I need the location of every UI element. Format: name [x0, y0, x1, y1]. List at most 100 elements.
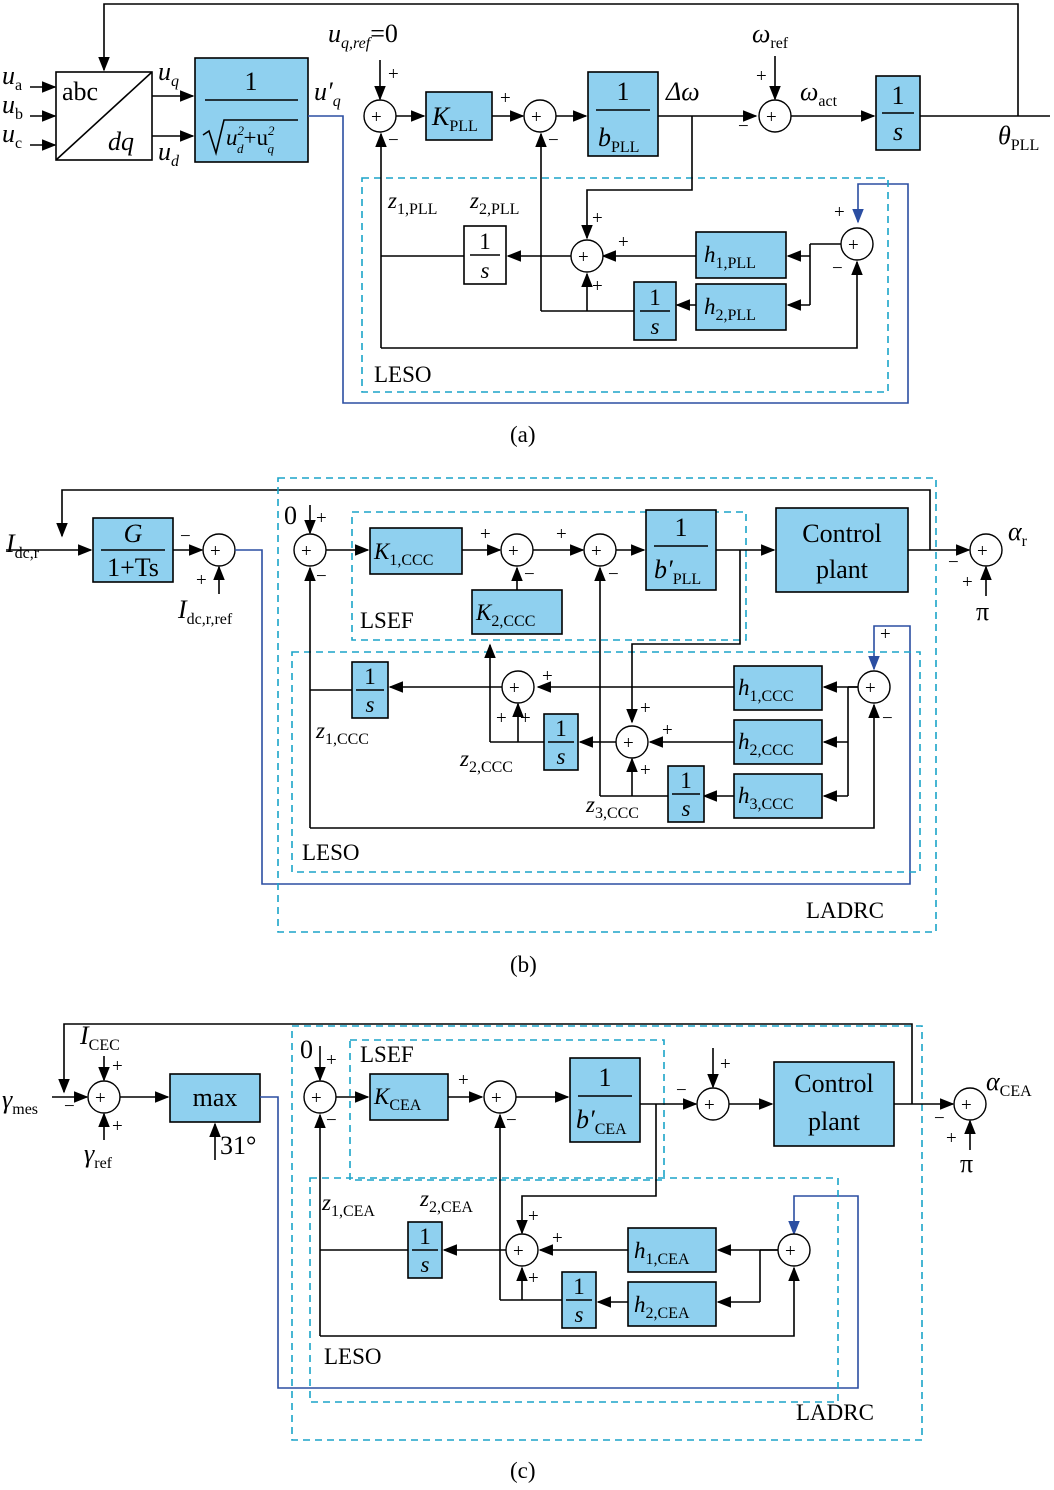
dq-label: dq: [108, 127, 134, 156]
z1cea-label: z1,CEA: [321, 1190, 375, 1220]
h3ccc-gain-block: [733, 773, 823, 819]
z2pll-label: z2,PLL: [469, 188, 519, 218]
svg-text:−: −: [548, 130, 559, 151]
svg-text:+: +: [520, 708, 531, 729]
svg-text:−: −: [506, 1110, 517, 1131]
lsef-region-c: [349, 1039, 665, 1181]
svg-text:1: 1: [675, 513, 688, 542]
svg-text:+: +: [640, 760, 651, 781]
svg-text:+: +: [531, 107, 542, 128]
ladrc-region-b: [277, 477, 937, 933]
svg-text:1: 1: [680, 768, 692, 793]
delta-omega-label: Δω: [665, 77, 700, 106]
svg-text:+: +: [880, 624, 891, 645]
h2ccc-label: h2,CCC: [738, 729, 794, 759]
alpha-r-label: αr: [1008, 517, 1028, 550]
ladrc-label-b: LADRC: [806, 898, 884, 923]
panel-b-ccc: Idc,r G 1+Ts − + + Idc,r,ref LADRC LSEF …: [5, 477, 1028, 977]
h3ccc-label: h3,CCC: [738, 783, 794, 813]
svg-text:−: −: [64, 1096, 75, 1117]
svg-text:+: +: [301, 541, 312, 562]
svg-text:+: +: [556, 524, 567, 545]
svg-text:−: −: [608, 564, 619, 585]
svg-text:+: +: [592, 276, 603, 297]
svg-text:+: +: [756, 66, 767, 87]
k1ccc-gain-block: [369, 527, 463, 575]
ua-label: ua: [2, 61, 22, 94]
leso-label-c: LESO: [324, 1344, 382, 1369]
svg-text:+: +: [591, 541, 602, 562]
h1cea-gain-block: [627, 1227, 717, 1273]
icec-label: ICEC: [79, 1021, 120, 1054]
panel-c-cea: ICEC + γmes − + + γref max 31° LADRC LSE…: [2, 1021, 1032, 1483]
kcea-gain-block: [369, 1073, 449, 1121]
svg-text:+: +: [458, 1070, 469, 1091]
svg-text:1: 1: [599, 1063, 612, 1092]
svg-text:1: 1: [364, 664, 376, 689]
caption-a: (a): [510, 422, 536, 447]
svg-text:s: s: [481, 258, 490, 283]
svg-text:+: +: [662, 720, 673, 741]
idcr-label: Idc,r: [5, 529, 40, 562]
max-block: [169, 1073, 261, 1123]
svg-text:1: 1: [573, 1274, 585, 1299]
svg-text:+: +: [500, 88, 511, 109]
svg-text:+: +: [961, 1095, 972, 1116]
ladrc-region-c: [291, 1025, 923, 1441]
omega-act-label: ωact: [800, 77, 838, 110]
svg-text:1: 1: [555, 716, 567, 741]
bpll-label: bPLL: [598, 123, 639, 156]
uqref-label: uq,ref=0: [328, 19, 398, 52]
caption-b: (b): [510, 952, 537, 977]
svg-text:+: +: [578, 247, 589, 268]
svg-text:+: +: [371, 107, 382, 128]
svg-text:−: −: [316, 566, 327, 587]
norm-numerator: 1: [245, 67, 258, 96]
svg-text:+: +: [623, 733, 634, 754]
svg-text:1+Ts: 1+Ts: [107, 553, 159, 582]
svg-text:+: +: [508, 541, 519, 562]
svg-text:+: +: [592, 208, 603, 229]
svg-text:+: +: [528, 1206, 539, 1227]
svg-text:−: −: [180, 526, 191, 547]
svg-text:+: +: [311, 1088, 322, 1109]
caption-c: (c): [510, 1458, 536, 1483]
svg-text:−: −: [948, 552, 959, 573]
uq-prime-label: u′q: [314, 77, 341, 110]
svg-text:+: +: [513, 1241, 524, 1262]
svg-text:1: 1: [617, 77, 630, 106]
svg-text:+: +: [766, 107, 777, 128]
svg-text:+: +: [865, 678, 876, 699]
h1ccc-gain-block: [733, 665, 823, 711]
h2pll-gain-block: [695, 283, 787, 331]
svg-text:+: +: [210, 541, 221, 562]
svg-text:1: 1: [649, 285, 661, 310]
svg-text:+: +: [720, 1054, 731, 1075]
svg-text:−: −: [882, 708, 893, 729]
leso-region-b: [291, 651, 921, 873]
z2cea-label: z2,CEA: [419, 1186, 473, 1216]
svg-text:+: +: [480, 524, 491, 545]
svg-text:−: −: [326, 1110, 337, 1131]
h2pll-label: h2,PLL: [704, 294, 756, 324]
svg-text:+: +: [326, 1050, 337, 1071]
leso-region-a: [361, 177, 889, 393]
svg-text:0: 0: [300, 1035, 313, 1064]
theta-pll-label: θPLL: [998, 121, 1039, 154]
h2ccc-gain-block: [733, 719, 823, 765]
svg-text:s: s: [682, 796, 691, 821]
h1cea-label: h1,CEA: [634, 1238, 690, 1268]
ub-label: ub: [2, 90, 23, 123]
kcea-label: KCEA: [373, 1084, 422, 1114]
svg-text:+: +: [946, 1128, 957, 1149]
uc-label: uc: [2, 119, 22, 152]
svg-text:s: s: [893, 117, 903, 146]
svg-text:0: 0: [284, 501, 297, 530]
svg-text:+: +: [196, 570, 207, 591]
svg-text:−: −: [934, 1108, 945, 1129]
svg-text:+: +: [112, 1116, 123, 1137]
k2ccc-label: K2,CCC: [475, 600, 535, 630]
svg-text:+: +: [640, 698, 651, 719]
